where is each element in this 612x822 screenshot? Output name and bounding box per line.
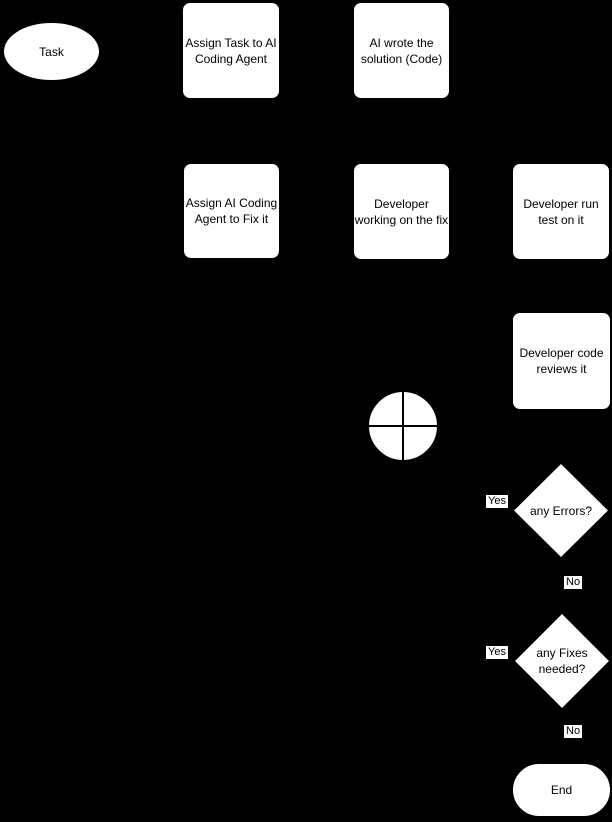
process-code-review-node: Developer code reviews it [512, 312, 611, 410]
end-node-label: End [550, 783, 573, 797]
process-developer-fix-label: Developer working on the fix [354, 196, 449, 227]
end-node: End [512, 763, 611, 817]
process-ai-wrote-solution-label: AI wrote the solution (Code) [360, 35, 443, 66]
process-assign-fix-node: Assign AI Coding Agent to Fix it [183, 163, 280, 259]
process-developer-test-node: Developer run test on it [512, 163, 610, 260]
summing-junction-shape [366, 389, 440, 463]
decision-any-errors-shape [512, 462, 610, 559]
process-assign-task-label: Assign Task to AI Coding Agent [185, 35, 277, 66]
edge-label-errors-yes: Yes [486, 495, 508, 508]
start-node: Task [3, 22, 100, 81]
process-developer-test-label: Developer run test on it [523, 196, 599, 227]
summing-junction-node [366, 389, 440, 463]
process-ai-wrote-solution-node: AI wrote the solution (Code) [353, 2, 450, 99]
process-assign-task-node: Assign Task to AI Coding Agent [182, 2, 280, 99]
start-node-label: Task [39, 44, 64, 59]
process-assign-fix-label: Assign AI Coding Agent to Fix it [185, 196, 278, 226]
decision-any-fixes-shape [513, 612, 611, 710]
decision-any-fixes-label: any Fixes needed? [536, 646, 588, 676]
edge-label-errors-no: No [564, 576, 583, 589]
decision-any-fixes-node: any Fixes needed? [513, 612, 611, 710]
process-developer-fix-node: Developer working on the fix [353, 163, 450, 260]
decision-any-errors-label: any Errors? [529, 503, 593, 518]
edge-label-fixes-yes: Yes [486, 646, 508, 659]
edge-label-fixes-no: No [564, 725, 583, 738]
process-code-review-label: Developer code reviews it [519, 346, 604, 376]
decision-any-errors-node: any Errors? [512, 462, 610, 559]
